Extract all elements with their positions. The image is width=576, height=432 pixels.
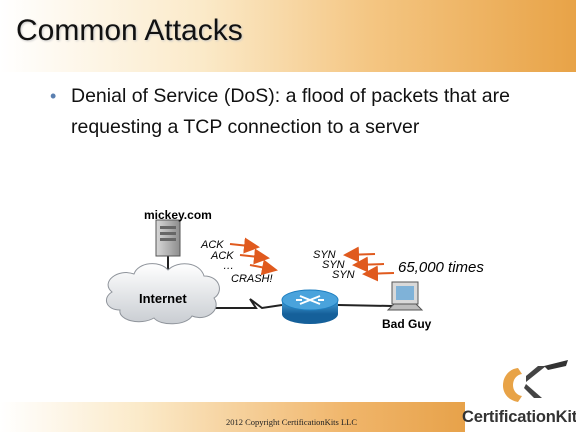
server-label: mickey.com <box>144 208 212 222</box>
crash-label: CRASH! <box>231 273 273 285</box>
server-icon <box>155 219 181 257</box>
footer-bar <box>0 402 465 432</box>
router-icon <box>281 289 339 324</box>
cloud-label: Internet <box>139 291 187 306</box>
attacker-label: Bad Guy <box>382 317 432 331</box>
syn-arrow-2 <box>352 256 385 273</box>
bullet-text: Denial of Service (DoS): a flood of pack… <box>71 85 510 138</box>
syn-label-3: SYN <box>332 269 355 281</box>
ack-arrow-1 <box>229 237 260 254</box>
internet-cloud-icon <box>105 263 220 325</box>
slide-title: Common Attacks <box>16 14 243 47</box>
ack-label-1: ACK <box>200 239 224 251</box>
syn-label-1: SYN <box>313 249 336 261</box>
ack-ellipsis: … <box>223 260 234 272</box>
lan-link <box>337 304 393 307</box>
copyright-text: 2012 Copyright CertificationKits LLC <box>226 417 358 427</box>
attacker-pc-icon <box>386 281 424 311</box>
ack-arrow-2 <box>239 248 270 265</box>
ack-arrow-3 <box>249 259 278 276</box>
wan-link <box>210 298 283 310</box>
certificationkits-logo-icon <box>502 360 568 402</box>
title-banner: Common Attacks <box>0 0 576 72</box>
ack-label-2: ACK <box>210 250 234 262</box>
syn-arrow-1 <box>343 246 376 263</box>
bullet-icon: • <box>50 86 57 106</box>
logo-text: CertificationKits <box>462 408 576 426</box>
syn-label-2: SYN <box>322 259 345 271</box>
syn-arrow-3 <box>362 265 395 282</box>
count-label: 65,000 times <box>398 259 484 276</box>
